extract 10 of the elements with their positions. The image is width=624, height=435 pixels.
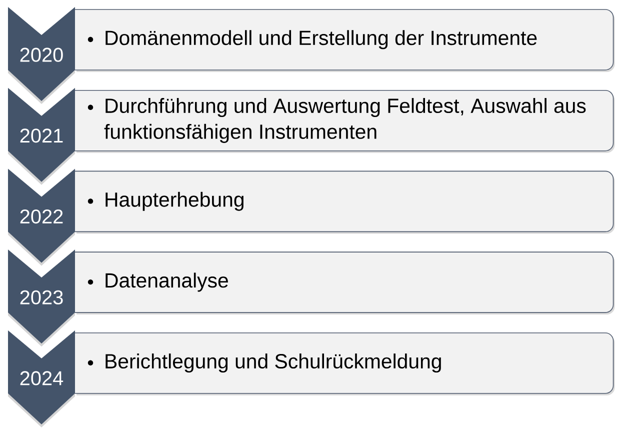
step-box: Domänenmodell und Erstellung der Instrumente [74,9,615,72]
year-banner: 2021 [8,88,75,185]
step-box: Datenanalyse [74,252,615,315]
year-banner: 2024 [8,330,75,428]
step-box: Durchführung und Auswertung Feldtest, Auswahl aus funktionsfähigen Instrumenten [74,90,615,153]
step-box: Berichtlegung und Schulrückmeldung [74,332,615,396]
step-box: Haupterhebung [74,170,615,234]
year-banner: 2022 [8,168,75,266]
year-banner: 2023 [8,250,75,347]
year-banner: 2020 [8,7,75,104]
